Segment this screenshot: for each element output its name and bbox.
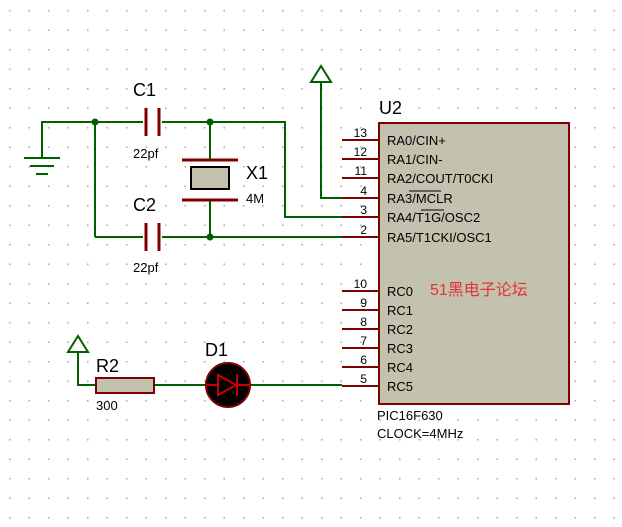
junction-dot bbox=[206, 118, 214, 126]
r2-value: 300 bbox=[96, 398, 118, 413]
ic-pin-name: RA2/COUT/T0CKI bbox=[387, 171, 493, 186]
c1-value: 22pf bbox=[133, 146, 159, 161]
junction-dot bbox=[91, 118, 99, 126]
junction-dot bbox=[206, 233, 214, 241]
wires bbox=[41, 82, 342, 386]
ic-pin-name: RA1/CIN- bbox=[387, 152, 443, 167]
ic-pin-name: RA0/CIN+ bbox=[387, 133, 446, 148]
ground-wire bbox=[41, 121, 143, 158]
ic-pin-number: 8 bbox=[360, 315, 367, 329]
ic-pin-number: 7 bbox=[360, 334, 367, 348]
ic-pin-name: RA3/MCLR bbox=[387, 191, 453, 206]
capacitor-c2[interactable]: C2 22pf bbox=[133, 195, 161, 275]
ic-pin-name: RC3 bbox=[387, 341, 413, 356]
d1-ref: D1 bbox=[205, 340, 228, 360]
crystal-x1[interactable]: X1 4M bbox=[182, 158, 268, 206]
ic-pin-number: 13 bbox=[354, 126, 368, 140]
ic-pin-number: 4 bbox=[360, 184, 367, 198]
ground-symbol bbox=[24, 157, 60, 175]
ic-pin-name: RC4 bbox=[387, 360, 413, 375]
ic-pin-number: 9 bbox=[360, 296, 367, 310]
vcc-arrow-mclr bbox=[309, 64, 333, 83]
ic-pin-number: 10 bbox=[354, 277, 368, 291]
ic-pin-number: 2 bbox=[360, 223, 367, 237]
ic-pin-number: 11 bbox=[355, 164, 368, 178]
ic-pin-name: RC1 bbox=[387, 303, 413, 318]
x1-ref: X1 bbox=[246, 163, 268, 183]
r2-vcc-wire bbox=[77, 352, 96, 386]
ic-pin-number: 12 bbox=[354, 145, 368, 159]
ic-body bbox=[378, 122, 570, 405]
ic-pin-name: RC2 bbox=[387, 322, 413, 337]
mclr-wire bbox=[320, 82, 342, 199]
osc2-wire bbox=[162, 121, 342, 218]
junctions bbox=[91, 118, 214, 241]
resistor-r2[interactable]: R2 300 bbox=[95, 356, 155, 413]
ic-pin-number: 3 bbox=[360, 203, 367, 217]
c2-value: 22pf bbox=[133, 260, 159, 275]
c2-ref: C2 bbox=[133, 195, 156, 215]
c1-ref: C1 bbox=[133, 80, 156, 100]
ic-pin-name: RC0 bbox=[387, 284, 413, 299]
r2-ref: R2 bbox=[96, 356, 119, 376]
ic-clock: CLOCK=4MHz bbox=[377, 426, 463, 441]
x1-value: 4M bbox=[246, 191, 264, 206]
ic-pin-number: 6 bbox=[360, 353, 367, 367]
ic-pin-number: 5 bbox=[360, 372, 367, 386]
ic-pin-name: RA4/T1G/OSC2 bbox=[387, 210, 480, 225]
led-d1[interactable]: D1 bbox=[205, 340, 251, 408]
ic-part-number: PIC16F630 bbox=[377, 408, 443, 423]
vcc-arrow-led bbox=[66, 334, 90, 353]
ic-watermark: 51黑电子论坛 bbox=[430, 281, 528, 299]
ic-pin-name: RC5 bbox=[387, 379, 413, 394]
capacitor-c1[interactable]: C1 22pf bbox=[133, 80, 161, 161]
ic-ref: U2 bbox=[379, 98, 402, 118]
ic-pin-name: RA5/T1CKI/OSC1 bbox=[387, 230, 492, 245]
